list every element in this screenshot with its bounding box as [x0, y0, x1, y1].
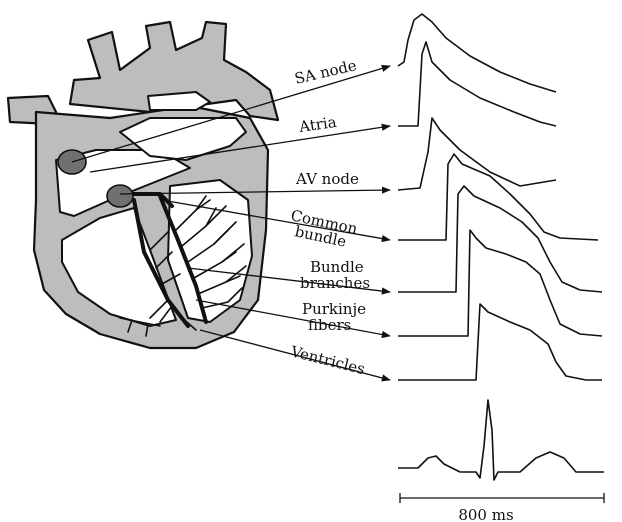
aortic-arch-cavity — [148, 92, 210, 110]
time-scale-bar: 800 ms — [400, 493, 604, 522]
common-bundle-waveform — [398, 154, 598, 240]
scale-bar-label: 800 ms — [458, 506, 513, 522]
av-node-label: AV node — [295, 170, 359, 188]
atria-label: Atria — [297, 113, 338, 136]
heart-illustration — [8, 22, 278, 348]
sa-node-label: SA node — [293, 56, 359, 88]
purkinje-waveform — [398, 230, 602, 336]
action-potential-traces — [398, 14, 604, 480]
av-node-marker — [107, 185, 133, 207]
av-node-waveform — [398, 118, 556, 190]
ventricles-waveform — [398, 304, 602, 380]
ventricles-label: Ventricles — [288, 342, 367, 378]
ecg-waveform — [398, 400, 604, 480]
purkinje-label-line2: fibers — [308, 316, 351, 334]
bundle-branches-label-line2: branches — [300, 274, 370, 292]
